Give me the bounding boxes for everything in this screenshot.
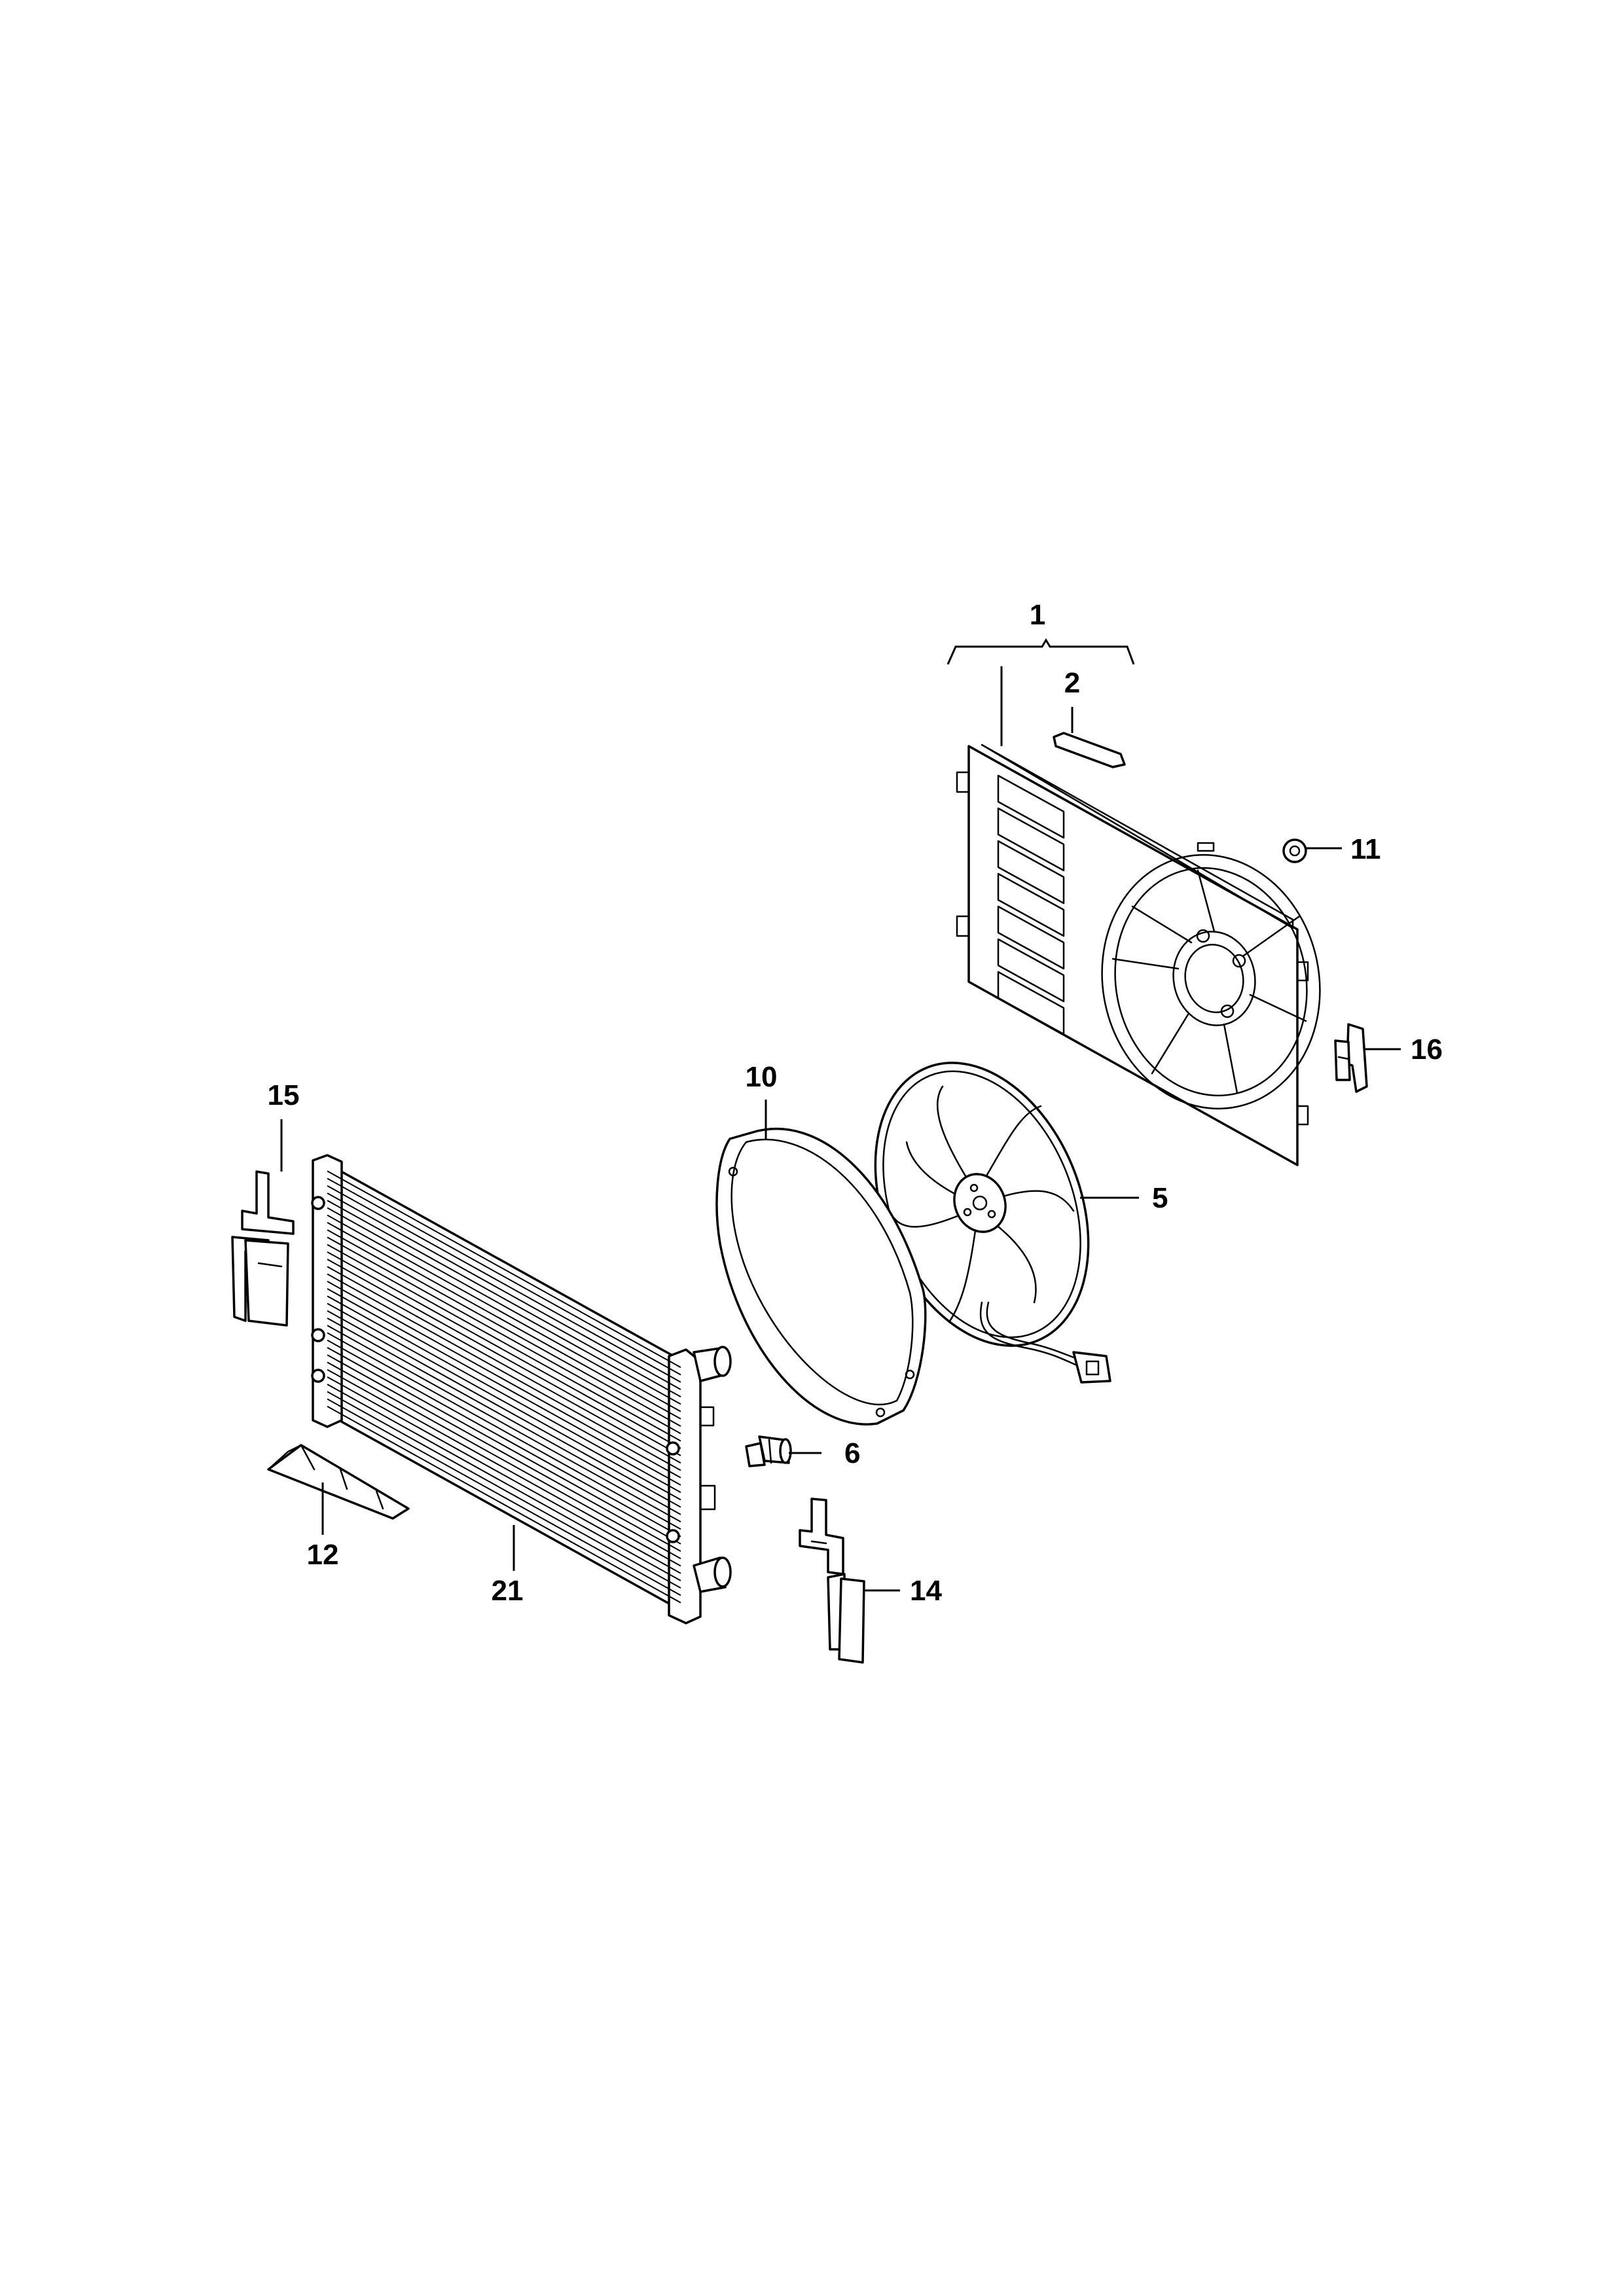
radiator-fin xyxy=(327,1170,681,1369)
radiator-fin xyxy=(327,1361,681,1560)
radiator-fin xyxy=(327,1376,681,1574)
mounting-clip-right xyxy=(1334,1023,1368,1093)
radiator-fin xyxy=(327,1222,681,1420)
fan-gasket-ring xyxy=(715,1128,927,1426)
radiator-fin xyxy=(327,1318,681,1515)
radiator-inlet-pipe xyxy=(693,1346,732,1382)
radiator-fin xyxy=(327,1384,681,1581)
radiator-fin xyxy=(327,1244,681,1442)
radiator-fin xyxy=(327,1251,681,1449)
callout-12: 12 xyxy=(307,1539,339,1571)
radiator-fin xyxy=(327,1266,681,1464)
shroud-vent-slots xyxy=(997,774,1065,1035)
radiator-fin xyxy=(327,1177,681,1376)
callout-2: 2 xyxy=(1064,667,1080,699)
radiator xyxy=(311,1154,732,1624)
callout-14: 14 xyxy=(910,1575,942,1607)
fan-blades xyxy=(892,1085,1075,1323)
radiator-fin xyxy=(327,1280,681,1479)
radiator-fins xyxy=(327,1170,681,1604)
radiator-fin xyxy=(327,1295,681,1494)
radiator-fin xyxy=(327,1398,681,1596)
temperature-switch xyxy=(745,1435,792,1467)
radiator-fin xyxy=(327,1207,681,1405)
radiator-fin xyxy=(327,1214,681,1412)
callout-11: 11 xyxy=(1350,833,1381,865)
radiator-fin xyxy=(327,1310,681,1508)
radiator-fin xyxy=(327,1405,681,1604)
fan-shroud-frame xyxy=(956,744,1321,1166)
callout-6: 6 xyxy=(844,1437,860,1469)
radiator-fin xyxy=(327,1185,681,1383)
callout-5: 5 xyxy=(1152,1182,1168,1214)
callout-21: 21 xyxy=(492,1575,524,1607)
callout-10: 10 xyxy=(746,1061,778,1093)
nut xyxy=(1282,838,1307,863)
fan-connector xyxy=(1072,1351,1111,1384)
air-deflector xyxy=(267,1444,410,1520)
label-plate xyxy=(1053,732,1126,768)
radiator-fin xyxy=(327,1302,681,1501)
radiator-fin xyxy=(327,1332,681,1530)
radiator-fin xyxy=(327,1193,681,1390)
radiator-fin xyxy=(327,1339,681,1537)
radiator-fin xyxy=(327,1288,681,1486)
radiator-fin xyxy=(327,1354,681,1552)
radiator-fin xyxy=(327,1229,681,1427)
radiator-fin xyxy=(327,1259,681,1456)
radiator-fin xyxy=(327,1325,681,1523)
bracket-left xyxy=(231,1170,295,1327)
radiator-outlet-pipe xyxy=(693,1556,732,1593)
radiator-fin xyxy=(327,1236,681,1435)
leader-lines xyxy=(280,638,1401,1592)
callout-15: 15 xyxy=(268,1079,300,1111)
shroud-fan-ring xyxy=(1101,853,1321,1110)
bracket-right xyxy=(799,1498,865,1664)
radiator-fin xyxy=(327,1200,681,1398)
radiator-fin xyxy=(327,1391,681,1589)
callout-16: 16 xyxy=(1411,1033,1443,1066)
radiator-fin xyxy=(327,1347,681,1545)
radiator-fin xyxy=(327,1369,681,1567)
radiator-fin xyxy=(327,1273,681,1471)
callout-1: 1 xyxy=(1030,599,1045,631)
